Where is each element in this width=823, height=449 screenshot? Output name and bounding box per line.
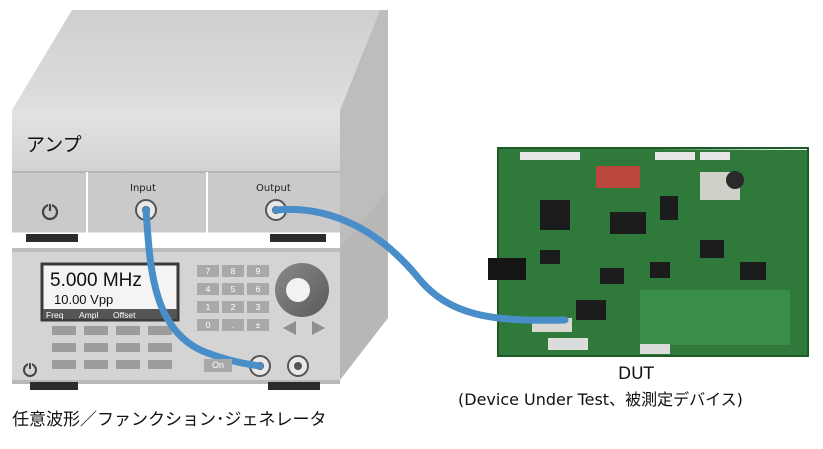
keypad-2[interactable]: 2 <box>222 301 244 313</box>
amplifier-title: アンプ <box>26 134 82 156</box>
amplifier-front-upper <box>12 110 340 172</box>
generator-display-frequency: 5.000 MHz <box>50 270 142 291</box>
generator-foot-left <box>30 382 78 390</box>
on-button[interactable]: On <box>204 359 232 372</box>
amplifier-foot-right <box>270 234 326 242</box>
generator-sync-connector[interactable] <box>287 355 309 377</box>
keypad-4[interactable]: 4 <box>197 283 219 295</box>
amplifier-unit <box>12 10 388 258</box>
amplifier-power-icon[interactable] <box>41 203 59 221</box>
generator-function-buttons <box>52 326 172 369</box>
amplifier-top-face <box>12 10 380 110</box>
dut-resistor-array <box>596 166 640 188</box>
keypad-6[interactable]: 6 <box>247 283 269 295</box>
keypad-0[interactable]: 0 <box>197 319 219 331</box>
amplifier-foot-left <box>26 234 78 242</box>
generator-power-icon[interactable] <box>23 362 37 377</box>
amplifier-front-lower <box>12 172 340 234</box>
keypad-plus-minus[interactable]: ± <box>247 319 269 331</box>
generator-rotary-knob[interactable] <box>275 263 329 317</box>
generator-softkey-bar <box>43 309 177 319</box>
cable-amp-output-to-dut <box>272 205 569 324</box>
cable-generator-to-amp-input <box>142 206 264 370</box>
amplifier-input-label: Input <box>130 183 156 194</box>
dut-name: DUT <box>618 364 654 384</box>
dut-heatsink <box>488 258 526 280</box>
generator-caption: 任意波形／ファンクション･ジェネレータ <box>12 410 327 430</box>
generator-display-amplitude: 10.00 Vpp <box>54 292 114 307</box>
arrow-left-icon[interactable] <box>283 321 296 335</box>
keypad-decimal[interactable]: . <box>222 319 244 331</box>
keypad-8[interactable]: 8 <box>222 265 244 277</box>
keypad-1[interactable]: 1 <box>197 301 219 313</box>
softkey-freq[interactable]: Freq <box>46 310 64 320</box>
softkey-ampl[interactable]: Ampl <box>79 310 99 320</box>
arrow-right-icon[interactable] <box>312 321 325 335</box>
amplifier-output-label: Output <box>256 183 291 194</box>
keypad-7[interactable]: 7 <box>197 265 219 277</box>
dut-circuit-board <box>488 147 809 357</box>
keypad-9[interactable]: 9 <box>247 265 269 277</box>
keypad-3[interactable]: 3 <box>247 301 269 313</box>
amplifier-side-face <box>340 10 388 258</box>
softkey-offset[interactable]: Offset <box>113 310 136 320</box>
keypad-5[interactable]: 5 <box>222 283 244 295</box>
generator-foot-right <box>268 382 320 390</box>
dut-description: (Device Under Test、被測定デバイス) <box>458 390 743 409</box>
